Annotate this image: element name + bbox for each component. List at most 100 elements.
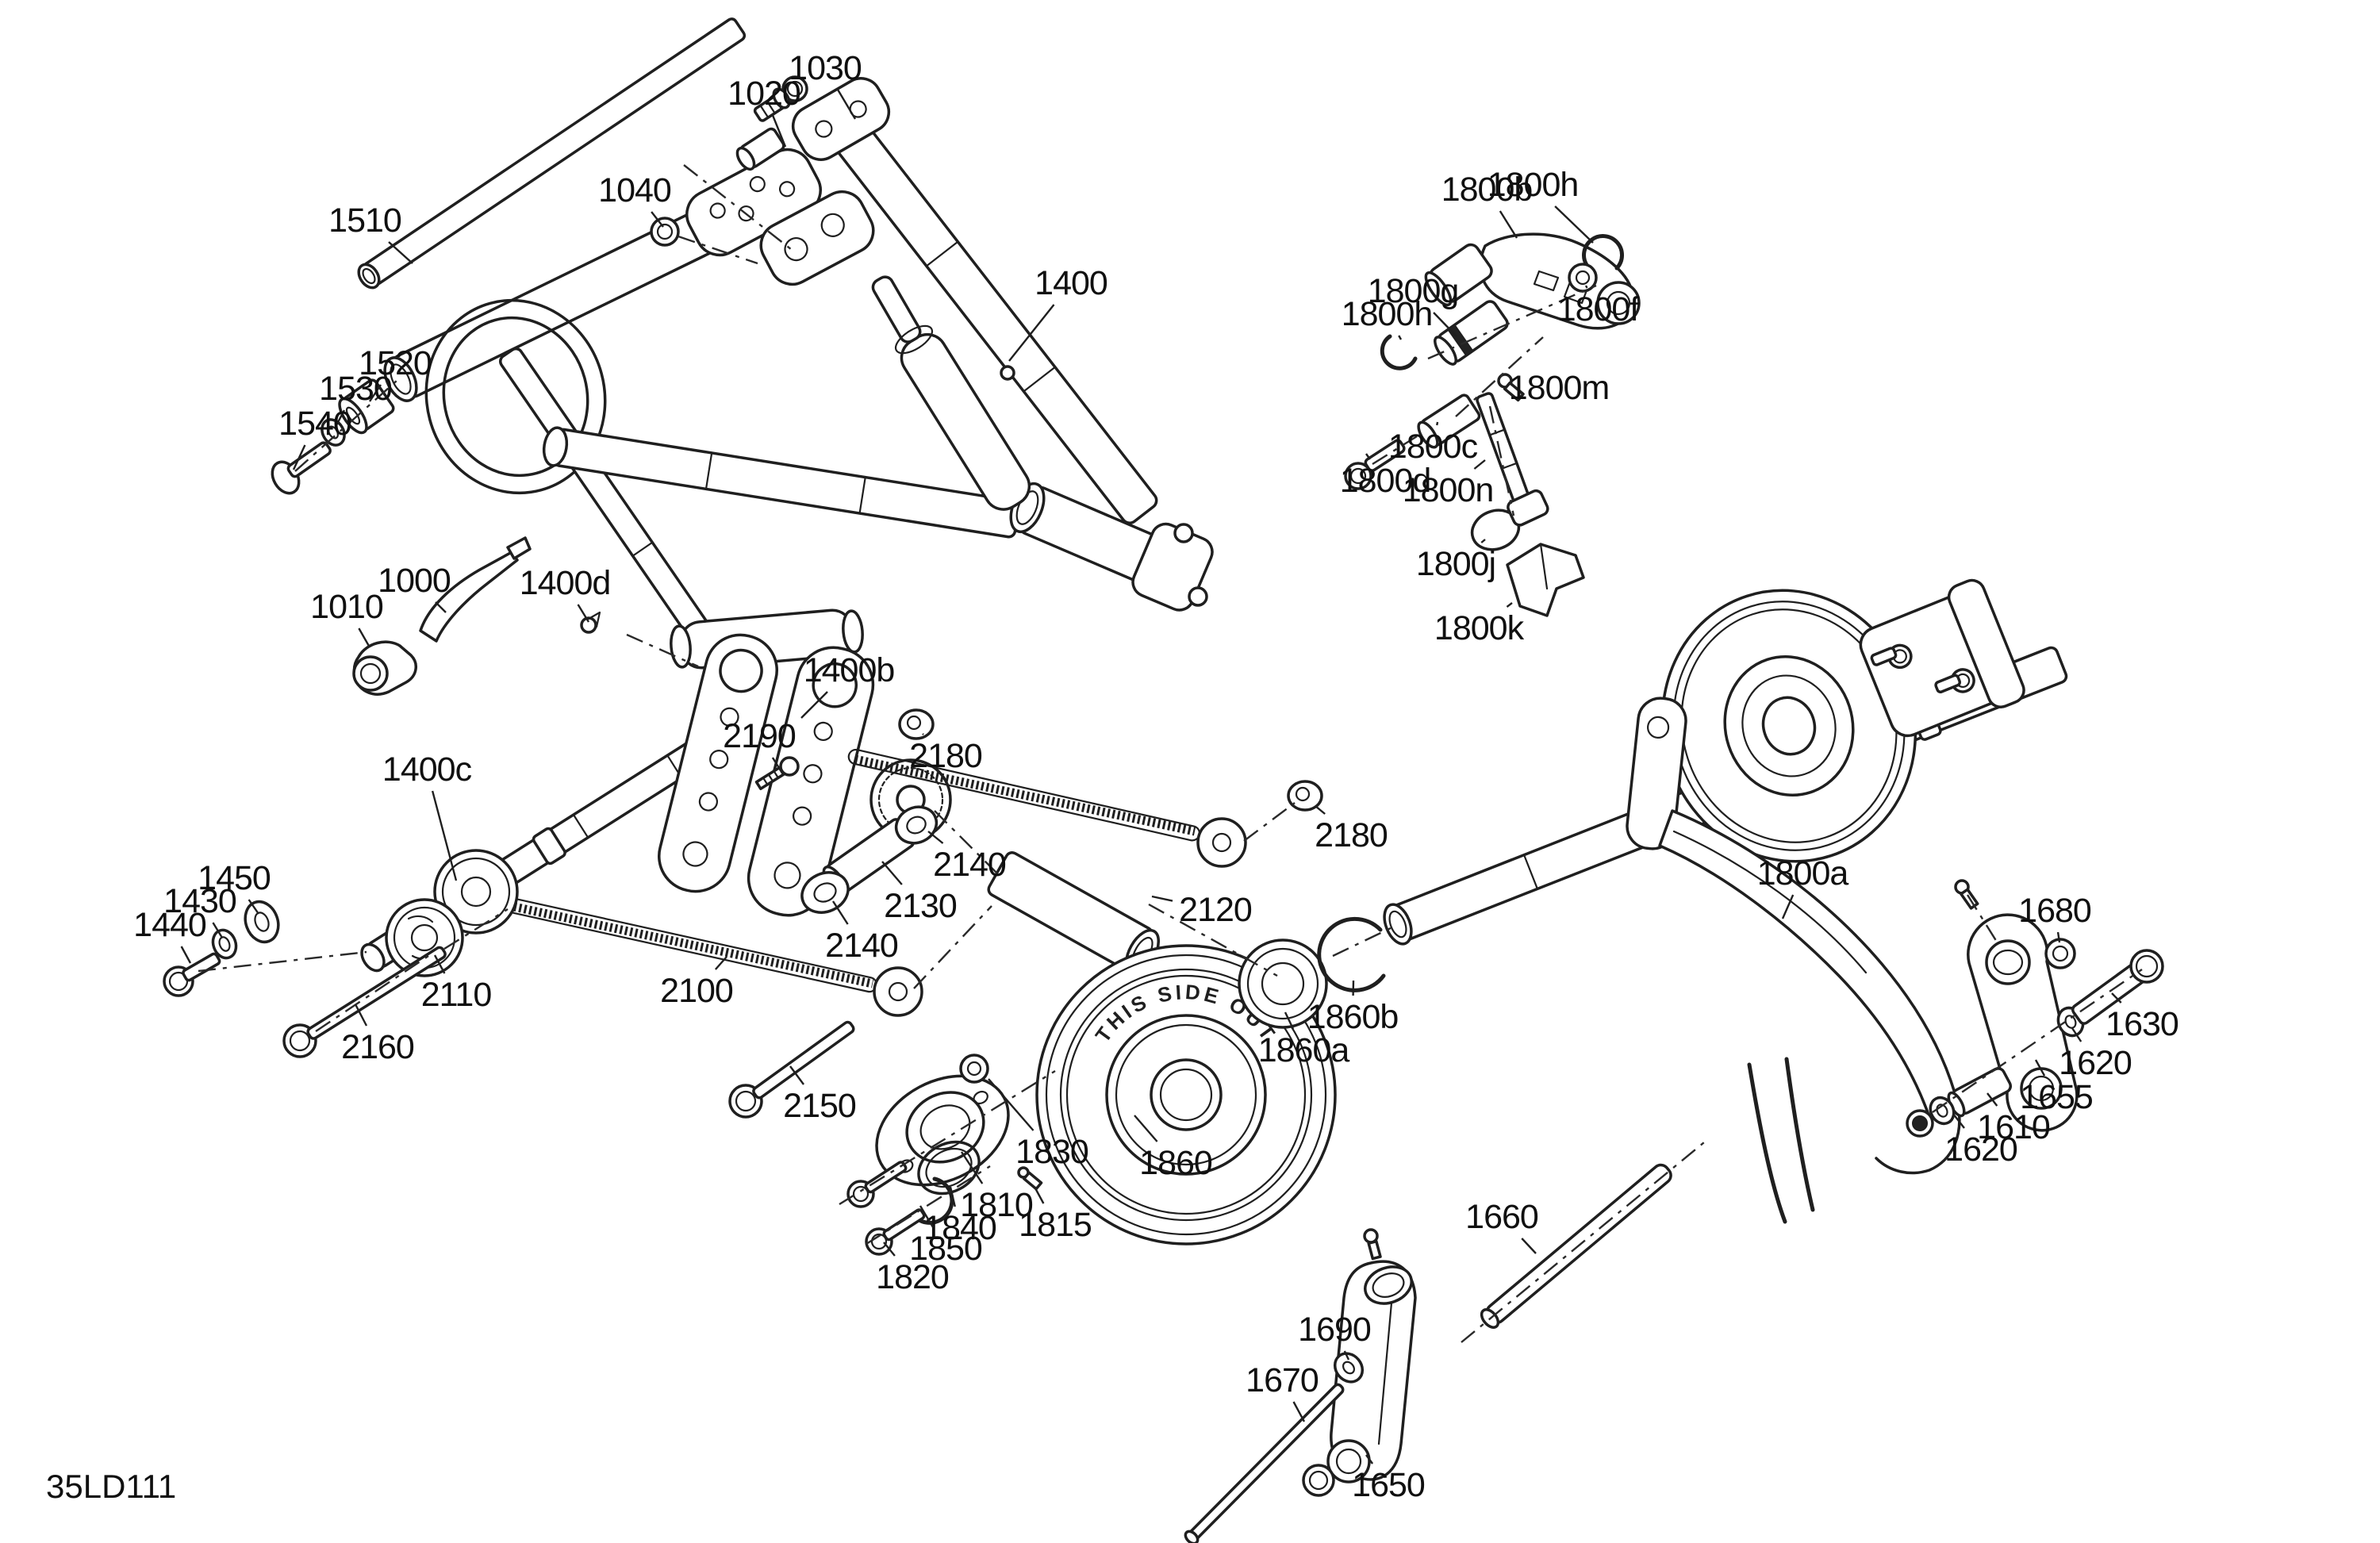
callout-leader-line	[2056, 931, 2061, 943]
part-number-label: 2180	[1315, 816, 1388, 854]
diagram-code: 35LD111	[46, 1468, 176, 1505]
center-hardware	[163, 805, 1161, 1119]
part-number-label: 1530	[319, 370, 392, 408]
lever-and-latch	[352, 536, 601, 696]
callout-leader-line	[919, 1205, 935, 1228]
part-callout: 2180	[1315, 805, 1388, 854]
part-callout: 1000	[378, 562, 451, 613]
part-number-label: 1800m	[1509, 369, 1609, 407]
callout-leader-line	[927, 831, 944, 844]
callout-leader-line	[988, 1078, 1035, 1131]
part-number-label: 2100	[660, 972, 733, 1010]
callout-leader-line	[949, 1186, 956, 1207]
part-number-label: 1510	[328, 202, 401, 240]
part-callout: 1800h	[1488, 166, 1594, 244]
part-number-label: 1450	[198, 859, 271, 897]
part-callout: 1010	[310, 588, 384, 648]
part-number-label: 1430	[163, 882, 236, 920]
part-callout: 1610	[1977, 1092, 2051, 1146]
part-number-label: 1815	[1019, 1206, 1092, 1244]
callout-leader-line	[1134, 1115, 1158, 1142]
callout-leader-line	[960, 1151, 984, 1184]
callout-leader-line	[2111, 992, 2122, 1004]
part-callout: 1630	[2106, 992, 2179, 1043]
part-number-label: 1030	[789, 49, 862, 87]
callout-leader-line	[1499, 210, 1518, 239]
part-number-label: 1610	[1977, 1108, 2050, 1146]
callout-leader-line	[771, 114, 787, 148]
bearing-flange-cluster-1810	[846, 1054, 1043, 1256]
part-number-label: 1800h	[1342, 295, 1433, 333]
part-number-label: 2180	[909, 737, 982, 775]
part-number-label: 2190	[723, 717, 796, 755]
callout-leader-line	[1473, 459, 1486, 470]
part-number-label: 2130	[884, 887, 957, 925]
callout-leader-line	[577, 604, 590, 623]
part-number-label: 1400b	[804, 651, 895, 689]
callout-leader-line	[1292, 1401, 1306, 1422]
callout-leader-line	[1781, 894, 1795, 919]
callout-leader-line	[248, 899, 259, 915]
callout-leader-line	[881, 861, 903, 885]
part-number-label: 1680	[2018, 892, 2091, 930]
part-number-label: 1620	[2059, 1044, 2132, 1082]
callout-leader-line	[433, 954, 446, 974]
torque-arm-cluster	[1184, 1163, 1672, 1543]
part-callout: 2100	[660, 956, 734, 1010]
part-number-label: 2160	[341, 1028, 414, 1066]
callout-leader-line	[1433, 312, 1457, 337]
part-number-label: 1400c	[382, 750, 472, 789]
callout-leader-line	[1365, 1454, 1374, 1464]
part-number-label: 1800j	[1416, 545, 1495, 583]
part-number-label: 1400	[1035, 264, 1107, 302]
part-callout: 1815	[1019, 1186, 1092, 1244]
part-number-label: 1660	[1465, 1198, 1538, 1236]
part-number-label: 2140	[825, 927, 898, 965]
part-number-label: 1800d	[1340, 462, 1431, 500]
part-callout: 1860a	[1258, 1011, 1350, 1069]
part-number-label: 2110	[421, 976, 492, 1014]
callout-leader-line	[1315, 805, 1326, 815]
part-callout: 2190	[723, 717, 797, 769]
part-callout: 1800a	[1757, 854, 1849, 919]
callout-leader-line	[1008, 304, 1055, 362]
part-callout: 2150	[783, 1065, 857, 1125]
part-number-label: 1440	[133, 906, 206, 944]
part-number-label: 1620	[1944, 1130, 2017, 1169]
part-callout: 2140	[825, 900, 899, 965]
part-callout: 1800h	[1342, 295, 1433, 340]
callout-leader-line	[1554, 205, 1594, 244]
part-number-label: 1000	[378, 562, 451, 600]
link-plates-1400b	[658, 608, 952, 917]
part-number-label: 1040	[598, 171, 671, 209]
part-callout: 2130	[881, 861, 958, 925]
part-number-label: 1860b	[1307, 998, 1399, 1036]
part-callout: 1620	[2059, 1027, 2132, 1082]
stopper-parts-cluster-1800	[1344, 232, 1641, 617]
part-callout: 1040	[598, 171, 672, 228]
part-number-label: 1800k	[1434, 609, 1525, 647]
callout-leader-line	[358, 628, 371, 648]
part-number-label: 2140	[933, 846, 1006, 884]
callout-layer: 1030102010401510140015201530154010001010…	[133, 49, 2179, 1504]
part-callout: 1400d	[520, 564, 611, 623]
callout-leader-line	[333, 409, 346, 429]
part-callout: 1670	[1246, 1361, 1319, 1422]
part-number-label: 1020	[727, 75, 800, 113]
callout-leader-line	[883, 1242, 896, 1257]
part-callout: 1800j	[1416, 539, 1496, 583]
part-callout: 1020	[727, 75, 801, 148]
callout-leader-line	[789, 1065, 804, 1085]
part-callout: 1860	[1134, 1115, 1213, 1182]
callout-leader-line	[1987, 1092, 1998, 1107]
callout-leader-line	[369, 384, 382, 402]
part-callout: 1400b	[800, 651, 895, 719]
part-number-label: 1670	[1246, 1361, 1319, 1399]
part-callout: 1430	[163, 882, 237, 938]
part-number-label: 1800h	[1488, 166, 1579, 204]
part-callout: 1520	[359, 344, 432, 402]
callout-leader-line	[1952, 1113, 1965, 1129]
part-number-label: 2150	[783, 1087, 856, 1125]
part-callout: 1030	[789, 49, 862, 120]
